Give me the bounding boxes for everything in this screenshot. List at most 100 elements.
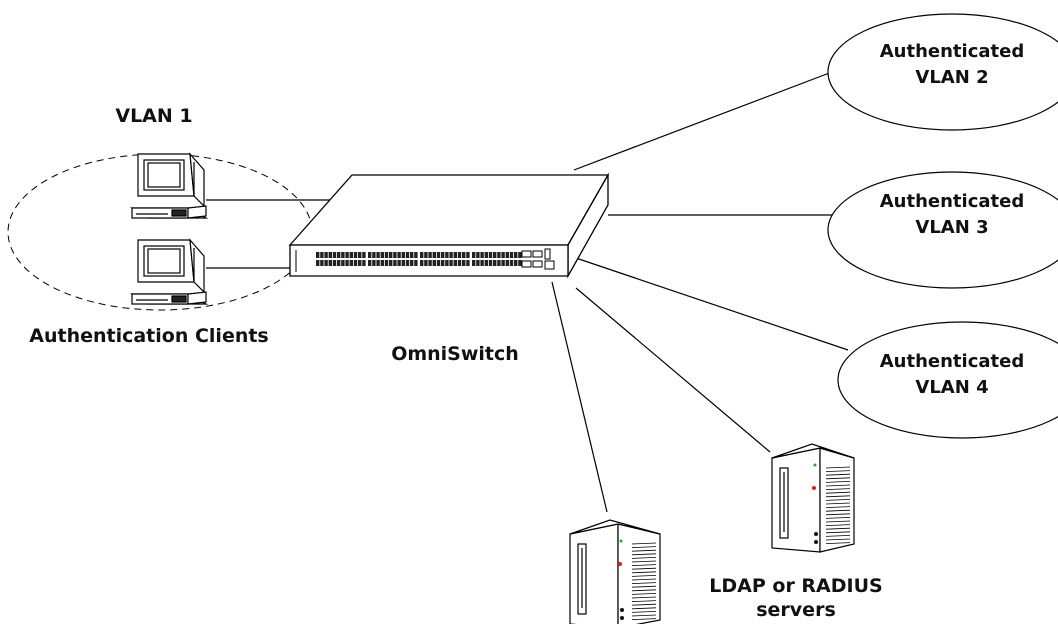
- switch-port: [389, 260, 393, 266]
- switch-port: [462, 252, 466, 258]
- switch-port: [405, 252, 410, 258]
- switch-port: [428, 260, 432, 266]
- switch-port: [480, 252, 484, 258]
- servers-label-line2: servers: [756, 599, 836, 621]
- switch-port: [376, 260, 380, 266]
- switch-port: [497, 260, 501, 266]
- switch-port: [484, 252, 488, 258]
- client-computer-icon: [129, 238, 209, 305]
- switch-port: [493, 252, 497, 258]
- switch-port: [466, 252, 470, 258]
- switch-port: [424, 252, 428, 258]
- switch-port: [337, 260, 341, 266]
- switch-port: [376, 252, 380, 258]
- switch-port: [472, 252, 476, 258]
- switch-port: [353, 260, 358, 266]
- switch-port: [324, 260, 328, 266]
- vlan4-label-line2: VLAN 4: [915, 377, 989, 398]
- switch-port: [332, 260, 337, 266]
- switch-port: [445, 260, 449, 266]
- vlan3-label-line1: Authenticated: [879, 191, 1025, 212]
- switch-port: [414, 252, 418, 258]
- switch-port: [372, 252, 376, 258]
- switch-port: [349, 260, 353, 266]
- switch-port: [432, 260, 436, 266]
- switch-port: [441, 252, 445, 258]
- switch-port: [457, 252, 462, 258]
- switch-port: [457, 260, 462, 266]
- switch-port: [445, 252, 449, 258]
- switch-port: [484, 260, 488, 266]
- switch-port: [368, 260, 372, 266]
- switch-port: [372, 260, 376, 266]
- switch-port: [401, 260, 405, 266]
- switch-port: [436, 260, 441, 266]
- switch-port: [449, 252, 453, 258]
- switch-port: [397, 252, 401, 258]
- client-computer-icon: [129, 152, 209, 219]
- switch-port: [324, 252, 328, 258]
- switch-port: [384, 252, 389, 258]
- switch-port: [420, 252, 424, 258]
- switch-port: [432, 252, 436, 258]
- switch-port: [453, 260, 457, 266]
- omniswitch-icon: [288, 172, 610, 279]
- link-switch-vlan4: [569, 255, 849, 351]
- switch-port: [353, 252, 358, 258]
- switch-port: [514, 260, 518, 266]
- switch-port: [476, 260, 480, 266]
- vlan4-label-line1: Authenticated: [879, 351, 1025, 372]
- switch-port: [345, 260, 349, 266]
- switch-port: [480, 260, 484, 266]
- switch-port: [441, 260, 445, 266]
- switch-port: [393, 252, 397, 258]
- switch-port: [320, 252, 324, 258]
- switch-port: [389, 252, 393, 258]
- switch-port: [518, 252, 522, 258]
- switch-port: [505, 252, 509, 258]
- switch-port: [341, 252, 345, 258]
- switch-port: [349, 252, 353, 258]
- switch-port: [358, 252, 362, 258]
- server-icon: [771, 443, 855, 553]
- switch-port: [428, 252, 432, 258]
- switch-port: [362, 260, 366, 266]
- switch-port: [493, 260, 497, 266]
- server-icon: [569, 519, 661, 624]
- switch-port: [436, 252, 441, 258]
- switch-port: [505, 260, 509, 266]
- switch-port: [497, 252, 501, 258]
- switch-port: [328, 260, 332, 266]
- switch-label: OmniSwitch: [391, 343, 519, 365]
- switch-port: [509, 252, 514, 258]
- servers-label-line1: LDAP or RADIUS: [709, 575, 883, 597]
- vlan1-label: VLAN 1: [115, 105, 193, 127]
- switch-port: [401, 252, 405, 258]
- switch-port: [488, 252, 493, 258]
- switch-port: [397, 260, 401, 266]
- switch-port: [345, 252, 349, 258]
- switch-port: [337, 252, 341, 258]
- switch-port: [518, 260, 522, 266]
- switch-port: [380, 260, 384, 266]
- switch-port: [410, 260, 414, 266]
- switch-port: [368, 252, 372, 258]
- switch-port: [405, 260, 410, 266]
- switch-port: [393, 260, 397, 266]
- switch-port: [462, 260, 466, 266]
- switch-port: [384, 260, 389, 266]
- switch-port: [453, 252, 457, 258]
- switch-port: [380, 252, 384, 258]
- switch-port: [320, 260, 324, 266]
- switch-port: [316, 260, 320, 266]
- vlan2-ellipse: [827, 13, 1058, 131]
- switch-port: [414, 260, 418, 266]
- link-switch-vlan2: [573, 71, 833, 171]
- switch-port: [341, 260, 345, 266]
- switch-port: [316, 252, 320, 258]
- switch-port: [362, 252, 366, 258]
- link-switch-server1: [551, 281, 608, 513]
- switch-port: [501, 260, 505, 266]
- vlan4-ellipse: [837, 321, 1058, 439]
